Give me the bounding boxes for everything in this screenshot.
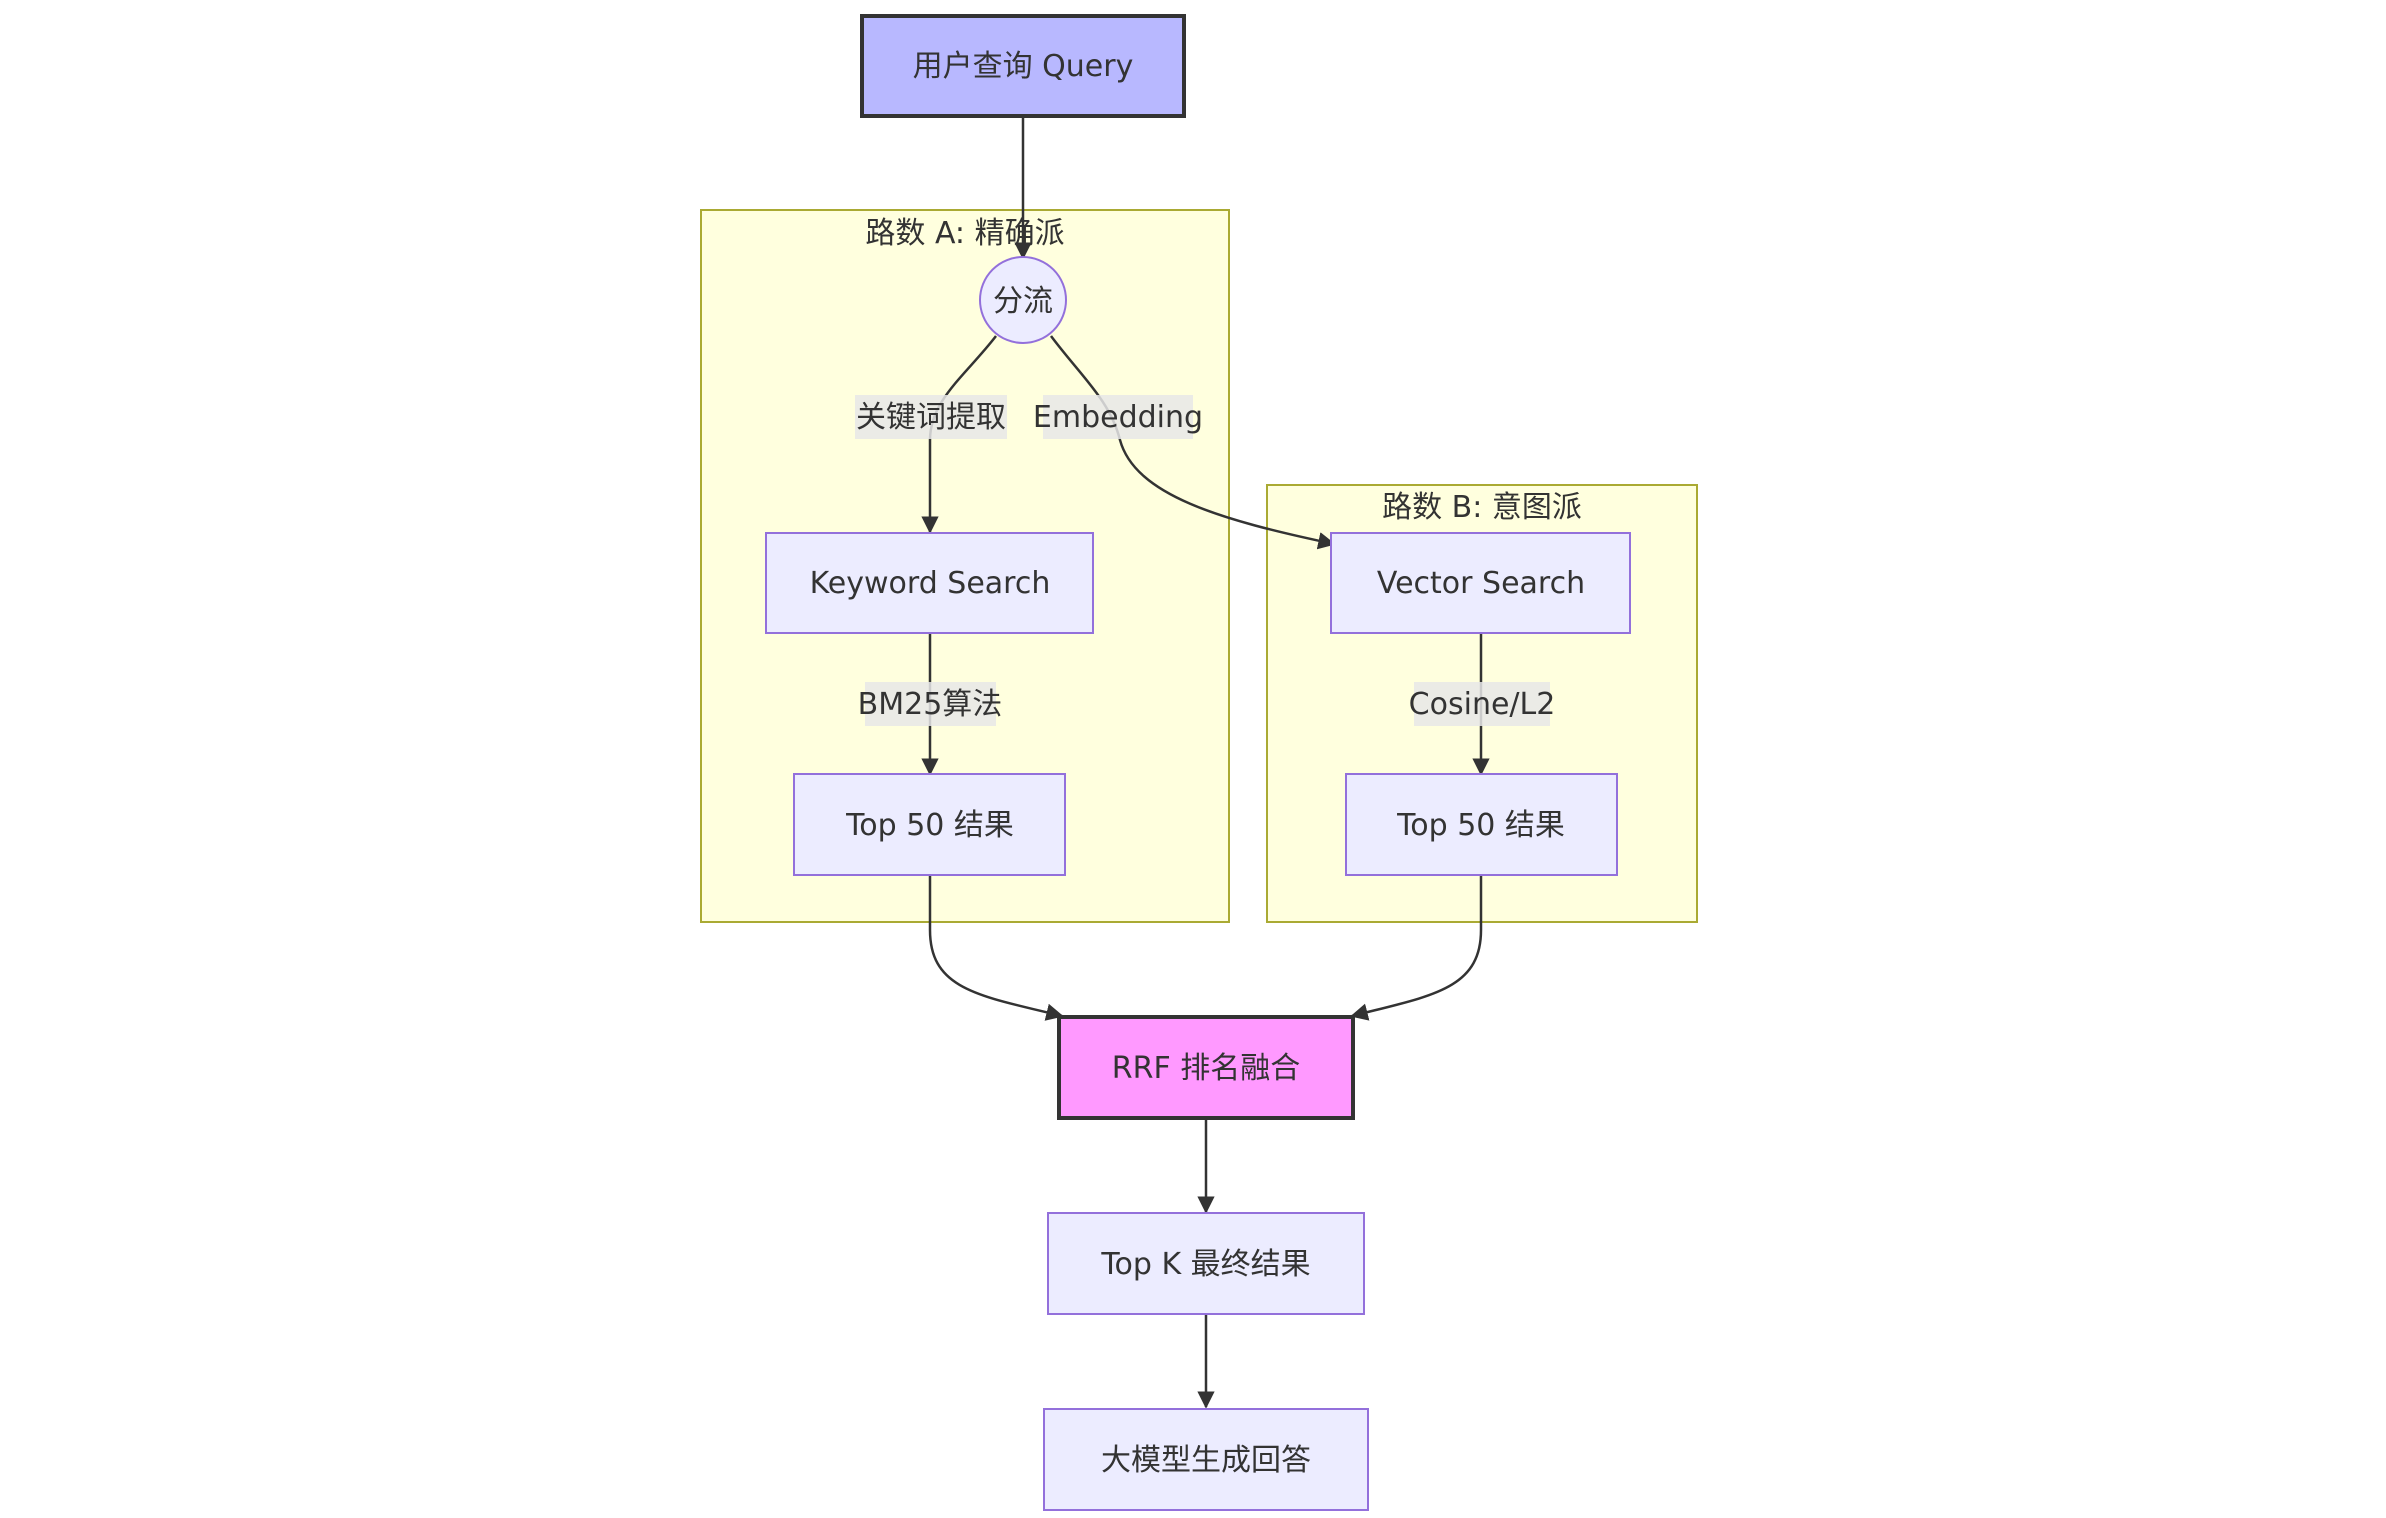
edge-split-to-vector: [1049, 335, 1336, 550]
node-topk: Top K 最终结果: [1047, 1212, 1365, 1315]
edge-label-keyword-extract-text: 关键词提取: [856, 400, 1006, 435]
edge-label-cosine-text: Cosine/L2: [1409, 687, 1556, 722]
node-split-circle: [979, 256, 1067, 344]
node-llm-box: [1043, 1408, 1369, 1511]
edge-label-keyword-extract: 关键词提取: [855, 395, 1007, 439]
edge-label-embedding-bg: [1043, 395, 1193, 439]
node-top50-b: Top 50 结果: [1345, 773, 1618, 876]
node-split-label: 分流: [993, 284, 1053, 319]
node-top50-b-label: Top 50 结果: [1396, 808, 1565, 843]
edge-label-cosine: Cosine/L2: [1409, 682, 1556, 726]
edge-top50b-to-rrf: [1350, 876, 1483, 1021]
node-rrf-label: RRF 排名融合: [1112, 1051, 1300, 1086]
edge-label-embedding-text: Embedding: [1033, 400, 1203, 435]
node-split: 分流: [979, 256, 1067, 344]
edge-label-bm25-bg: [865, 682, 996, 726]
node-keyword-search: Keyword Search: [765, 532, 1094, 634]
edge-label-bm25: BM25算法: [858, 682, 1003, 726]
edge-top50a-to-rrf: [928, 876, 1064, 1021]
node-keyword-search-label: Keyword Search: [810, 566, 1051, 601]
node-query: 用户查询 Query: [860, 14, 1186, 118]
node-keyword-search-box: [765, 532, 1094, 634]
node-vector-search-box: [1330, 532, 1631, 634]
node-top50-a-label: Top 50 结果: [845, 808, 1014, 843]
node-rrf: RRF 排名融合: [1057, 1015, 1355, 1120]
node-top50-a-box: [793, 773, 1066, 876]
cluster-route-b-label: 路数 B: 意图派: [1382, 490, 1582, 525]
node-query-box: [860, 14, 1186, 118]
node-topk-label: Top K 最终结果: [1100, 1247, 1310, 1282]
node-topk-box: [1047, 1212, 1365, 1315]
node-llm: 大模型生成回答: [1043, 1408, 1369, 1511]
edge-label-embedding: Embedding: [1033, 395, 1203, 439]
node-query-label: 用户查询 Query: [913, 49, 1134, 84]
node-vector-search-label: Vector Search: [1377, 566, 1585, 601]
node-top50-b-box: [1345, 773, 1618, 876]
edge-label-bm25-text: BM25算法: [858, 687, 1003, 722]
node-top50-a: Top 50 结果: [793, 773, 1066, 876]
node-llm-label: 大模型生成回答: [1101, 1443, 1311, 1478]
cluster-route-a-label: 路数 A: 精确派: [865, 216, 1064, 251]
node-vector-search: Vector Search: [1330, 532, 1631, 634]
edge-label-cosine-bg: [1414, 682, 1550, 726]
edge-label-keyword-extract-bg: [855, 395, 1007, 439]
node-rrf-box: [1057, 1015, 1355, 1120]
